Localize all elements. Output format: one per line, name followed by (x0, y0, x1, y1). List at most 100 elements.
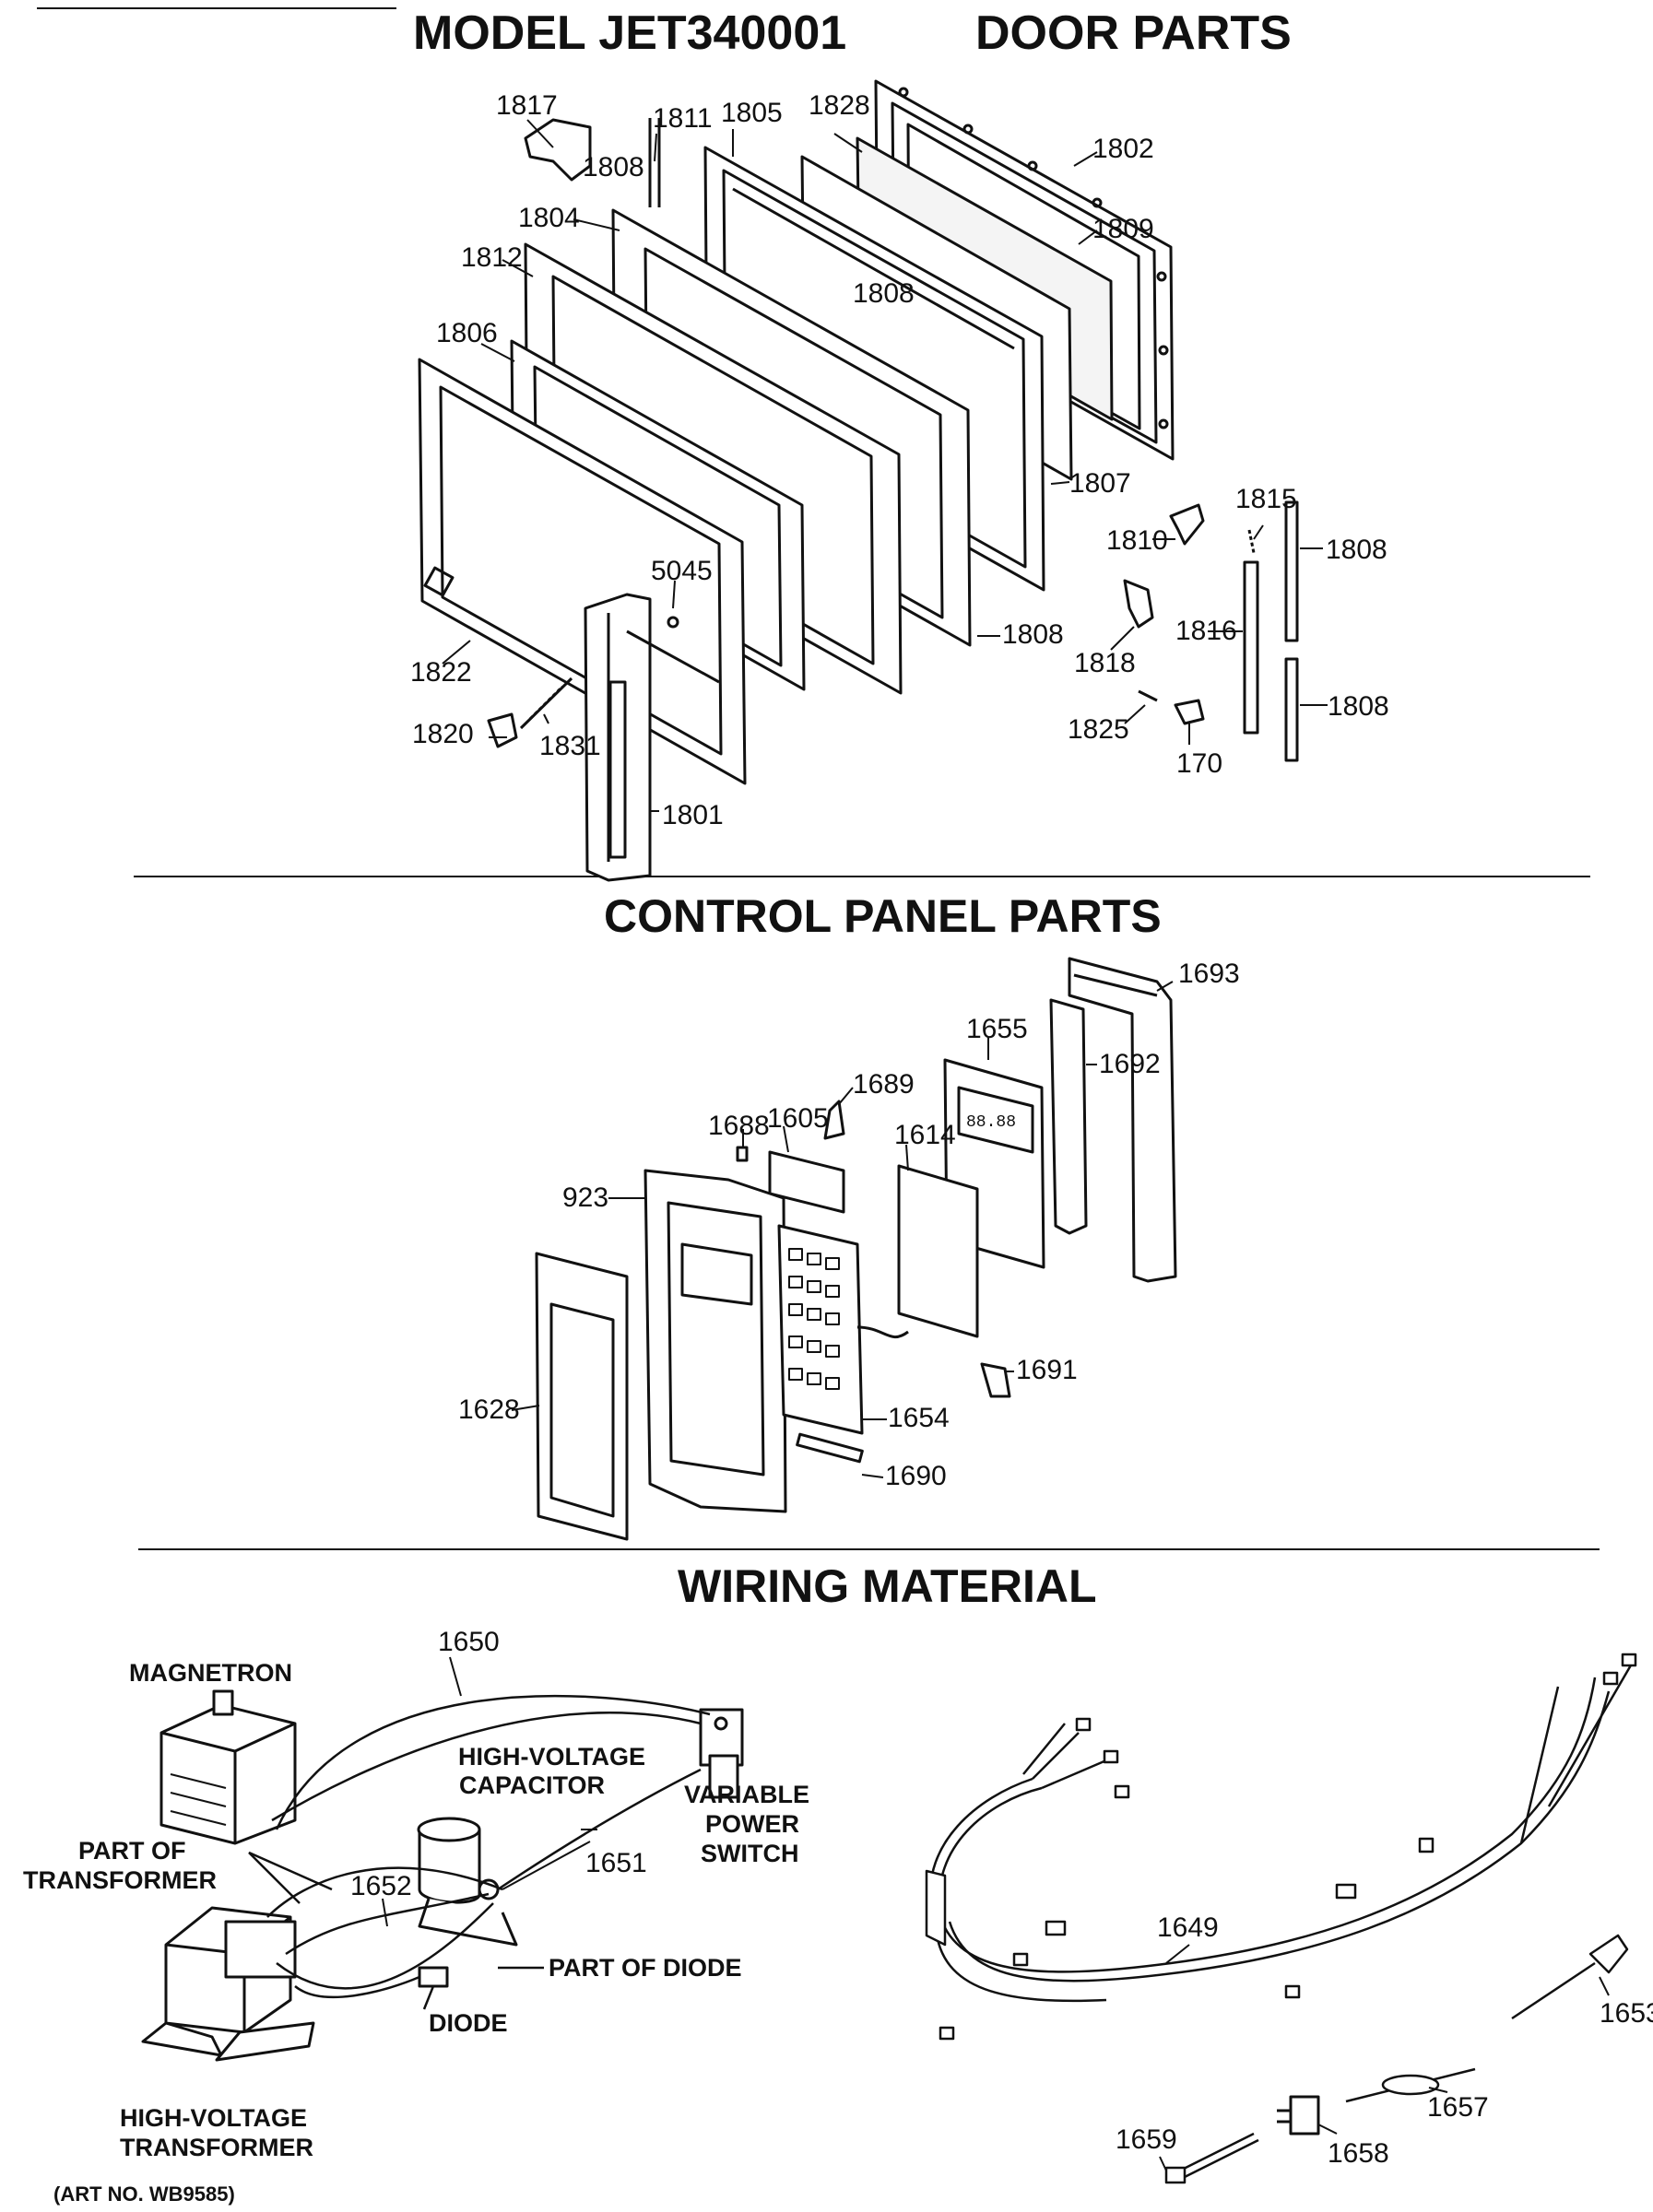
cp-frame-923 (643, 1169, 787, 1513)
part-1815-spring (1247, 529, 1256, 554)
label-1690: 1690 (885, 1461, 947, 1491)
door-parts-title: DOOR PARTS (975, 6, 1292, 60)
label-1650: 1650 (438, 1627, 500, 1657)
cp-led-1688 (736, 1146, 749, 1162)
label-1808-right-b: 1808 (1328, 691, 1389, 722)
hv-transformer-label-2: TRANSFORMER (120, 2134, 313, 2161)
cp-bracket-1691 (980, 1362, 1011, 1398)
wire-1659-drawing (1164, 2132, 1259, 2184)
label-1802: 1802 (1092, 134, 1154, 164)
door-handle-1801 (584, 593, 652, 882)
label-1692: 1692 (1099, 1049, 1161, 1079)
part-1820-button (487, 712, 518, 748)
label-1815: 1815 (1235, 484, 1297, 514)
wiring-material-title: WIRING MATERIAL (678, 1560, 1097, 1612)
label-1605: 1605 (767, 1103, 829, 1134)
part-1810-latch (1169, 503, 1205, 546)
label-1652: 1652 (350, 1871, 412, 1901)
label-1628: 1628 (458, 1394, 520, 1425)
label-1822: 1822 (410, 657, 472, 688)
cp-strip-1692 (1049, 998, 1088, 1235)
label-1828: 1828 (809, 90, 870, 121)
label-1651: 1651 (585, 1848, 647, 1878)
label-1693: 1693 (1178, 959, 1240, 989)
label-1808-right-a: 1808 (1326, 535, 1387, 565)
magnetron-label: MAGNETRON (129, 1659, 292, 1687)
label-1805: 1805 (721, 98, 783, 128)
label-1653: 1653 (1600, 1998, 1653, 2029)
label-1649: 1649 (1157, 1912, 1219, 1943)
diode-label: DIODE (429, 2009, 508, 2037)
label-1810: 1810 (1106, 525, 1168, 556)
label-170: 170 (1176, 748, 1223, 779)
label-leaders-left (248, 1851, 544, 2010)
part-1808-rod-a (1284, 500, 1299, 642)
wire-1653-drawing (1511, 1934, 1629, 2020)
variable-power-switch-drawing (699, 1708, 744, 1799)
art-number: (ART NO. WB9585) (53, 2183, 235, 2206)
label-923: 923 (562, 1182, 609, 1213)
label-1818: 1818 (1074, 648, 1136, 678)
label-1657: 1657 (1427, 2092, 1489, 2123)
cp-bar-1690 (796, 1432, 864, 1464)
divider-2 (138, 1548, 1600, 1550)
label-5045: 5045 (651, 556, 713, 586)
cp-window-1605 (768, 1150, 845, 1214)
hv-transformer-label-1: HIGH-VOLTAGE (120, 2104, 307, 2132)
label-1659: 1659 (1116, 2124, 1177, 2155)
cp-bracket-1689 (823, 1100, 845, 1140)
variable-power-label-1: VARIABLE (684, 1781, 810, 1808)
diode-drawing (418, 1966, 449, 1988)
part-1825-pin (1138, 689, 1158, 702)
cp-shield-1614 (897, 1164, 979, 1338)
hv-transformer-drawing (141, 1906, 315, 2062)
label-1807: 1807 (1069, 468, 1131, 499)
part-1818-clip (1123, 579, 1154, 629)
part-1816-bar (1243, 560, 1259, 735)
wire-1657-drawing (1345, 2067, 1476, 2103)
label-1691: 1691 (1016, 1355, 1078, 1385)
label-1817: 1817 (496, 90, 558, 121)
label-1811: 1811 (653, 103, 713, 134)
part-1808-rod-b (1284, 657, 1299, 762)
cp-cover-1628 (535, 1252, 629, 1541)
top-left-rule (37, 7, 396, 9)
label-1654: 1654 (888, 1403, 950, 1433)
label-1808-top: 1808 (583, 152, 644, 182)
label-1688: 1688 (708, 1111, 770, 1141)
hv-capacitor-label-2: CAPACITOR (459, 1771, 606, 1799)
label-1801: 1801 (662, 800, 724, 830)
part-5045-screw (667, 616, 679, 629)
hv-capacitor-label-1: HIGH-VOLTAGE (458, 1743, 645, 1771)
label-1655: 1655 (966, 1014, 1028, 1044)
variable-power-label-3: SWITCH (701, 1840, 799, 1867)
label-1820: 1820 (412, 719, 474, 749)
part-of-transformer-label-1: PART OF (78, 1837, 186, 1865)
label-1689: 1689 (853, 1069, 915, 1100)
plug-1658-drawing (1277, 2095, 1320, 2136)
label-1808-lower: 1808 (1002, 619, 1064, 650)
door-front-panel-1822 (418, 358, 747, 785)
part-of-transformer-label-2: TRANSFORMER (23, 1866, 217, 1894)
svg-text:88.88: 88.88 (966, 1113, 1016, 1132)
cp-keypad-1654 (777, 1224, 909, 1435)
divider-1 (134, 876, 1590, 877)
label-1809: 1809 (1092, 214, 1154, 244)
wires-left (266, 1694, 711, 1999)
label-1806: 1806 (436, 318, 498, 348)
variable-power-label-2: POWER (705, 1810, 800, 1838)
model-title: MODEL JET340001 (413, 6, 847, 60)
part-of-diode-label: PART OF DIODE (549, 1954, 742, 1982)
label-1831: 1831 (539, 731, 601, 761)
label-1812: 1812 (461, 242, 523, 273)
label-1808-mid: 1808 (853, 278, 915, 309)
hv-capacitor-drawing (417, 1817, 518, 1947)
label-1614: 1614 (894, 1120, 956, 1150)
magnetron-drawing (159, 1689, 297, 1845)
control-panel-title: CONTROL PANEL PARTS (604, 890, 1162, 942)
label-1804: 1804 (518, 203, 580, 233)
label-1658: 1658 (1328, 2138, 1389, 2169)
label-1816: 1816 (1175, 616, 1237, 646)
